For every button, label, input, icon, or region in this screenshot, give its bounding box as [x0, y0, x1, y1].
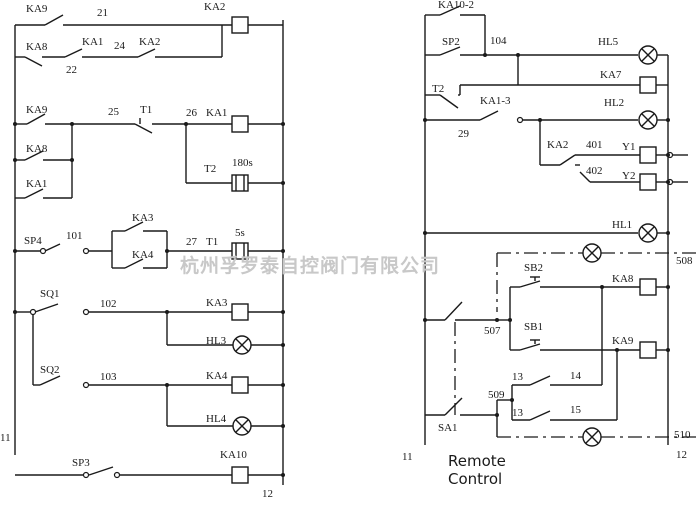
lbl-ka1-3: KA1-3 — [480, 95, 511, 107]
hl1-lamp-icon — [638, 223, 658, 243]
lbl-t1-coil: T1 — [206, 236, 218, 248]
hl4-lamp-icon — [232, 416, 252, 436]
lbl-y1: Y1 — [622, 141, 635, 153]
lbl-507: 507 — [484, 325, 501, 337]
lbl-hl4: HL4 — [206, 413, 227, 425]
lbl-25: 25 — [108, 106, 120, 118]
lbl-hl5: HL5 — [598, 36, 619, 48]
lbl-14: 14 — [570, 370, 582, 382]
lbl-ka10-coil: KA10 — [220, 449, 247, 461]
lbl-104: 104 — [490, 35, 507, 47]
lbl-ka8-a: KA8 — [26, 41, 48, 53]
remote-lamp-top-icon — [582, 243, 602, 263]
lbl-t2-coil: T2 — [204, 163, 216, 175]
ka9-coil — [639, 341, 657, 359]
ka2-coil — [231, 16, 249, 34]
lbl-509: 509 — [488, 389, 505, 401]
ka7-coil — [639, 76, 657, 94]
lbl-t2-b: T2 — [432, 83, 444, 95]
lbl-402: 402 — [586, 165, 603, 177]
lbl-24: 24 — [114, 40, 126, 52]
lbl-ka9-coil: KA9 — [612, 335, 634, 347]
lbl-ka8-coil: KA8 — [612, 273, 634, 285]
lbl-101: 101 — [66, 230, 83, 242]
lbl-ka4-a: KA4 — [132, 249, 154, 261]
left-circuit: KA9 21 KA2 KA8 KA1 24 KA2 22 KA9 25 T1 2… — [0, 1, 285, 500]
lbl-12-right: 12 — [676, 449, 687, 461]
ka10-coil — [231, 466, 249, 484]
lbl-sp2: SP2 — [442, 36, 460, 48]
ka1-coil — [231, 115, 249, 133]
lbl-13b: 13 — [512, 407, 524, 419]
lbl-21: 21 — [97, 7, 108, 19]
lbl-sp4: SP4 — [24, 235, 42, 247]
hl2-lamp-icon — [638, 110, 658, 130]
lbl-5s: 5s — [235, 227, 245, 239]
lbl-ka2-coil: KA2 — [204, 1, 225, 13]
lbl-ka2-b: KA2 — [547, 139, 568, 151]
caption-control: Control — [448, 470, 502, 488]
lbl-ka1-coil: KA1 — [206, 107, 227, 119]
ka8-coil — [639, 278, 657, 296]
lbl-13a: 13 — [512, 371, 524, 383]
lbl-12-left: 12 — [262, 488, 273, 500]
lbl-y2: Y2 — [622, 170, 635, 182]
lbl-ka3-coil: KA3 — [206, 297, 228, 309]
ka3-coil — [231, 303, 249, 321]
lbl-27: 27 — [186, 236, 198, 248]
lbl-sb2: SB2 — [524, 262, 543, 274]
lbl-hl2: HL2 — [604, 97, 624, 109]
lbl-ka8-b: KA8 — [26, 143, 48, 155]
lbl-11-right: 11 — [402, 451, 413, 463]
lbl-ka9-a: KA9 — [26, 3, 48, 15]
lbl-102: 102 — [100, 298, 117, 310]
lbl-sb1: SB1 — [524, 321, 543, 333]
lbl-sq2: SQ2 — [40, 364, 60, 376]
lbl-sp3: SP3 — [72, 457, 90, 469]
lbl-508: 508 — [676, 255, 693, 267]
lbl-sq1: SQ1 — [40, 288, 60, 300]
lbl-ka2-a: KA2 — [139, 36, 160, 48]
lbl-103: 103 — [100, 371, 117, 383]
lbl-ka1-a: KA1 — [82, 36, 103, 48]
lbl-ka9-b: KA9 — [26, 104, 48, 116]
lbl-t1-a: T1 — [140, 104, 152, 116]
lbl-ka10-2: KA10-2 — [438, 0, 474, 11]
lbl-510: 510 — [674, 429, 691, 441]
lbl-15: 15 — [570, 404, 582, 416]
lbl-26: 26 — [186, 107, 198, 119]
y1-coil — [639, 146, 657, 164]
hl5-lamp-icon — [638, 45, 658, 65]
caption-remote: Remote — [448, 452, 506, 470]
lbl-401: 401 — [586, 139, 603, 151]
lbl-ka3-a: KA3 — [132, 212, 154, 224]
lbl-ka4-coil: KA4 — [206, 370, 228, 382]
lbl-29: 29 — [458, 128, 470, 140]
lbl-hl1: HL1 — [612, 219, 632, 231]
right-circuit: KA10-2 SP2 104 HL5 KA7 T2 KA1-3 HL2 29 K… — [402, 0, 700, 488]
lbl-ka7: KA7 — [600, 69, 622, 81]
lbl-ka1-b: KA1 — [26, 178, 47, 190]
remote-lamp-bottom-icon — [582, 427, 602, 447]
lbl-22: 22 — [66, 64, 77, 76]
y2-coil — [639, 173, 657, 191]
hl3-lamp-icon — [232, 335, 252, 355]
lbl-180s: 180s — [232, 157, 253, 169]
lbl-11-left: 11 — [0, 432, 11, 444]
lbl-hl3: HL3 — [206, 335, 227, 347]
company-watermark: 杭州孚罗泰自控阀门有限公司 — [180, 254, 440, 277]
ka4-coil — [231, 376, 249, 394]
t2-timer-coil — [231, 174, 249, 192]
lbl-sa1: SA1 — [438, 422, 458, 434]
